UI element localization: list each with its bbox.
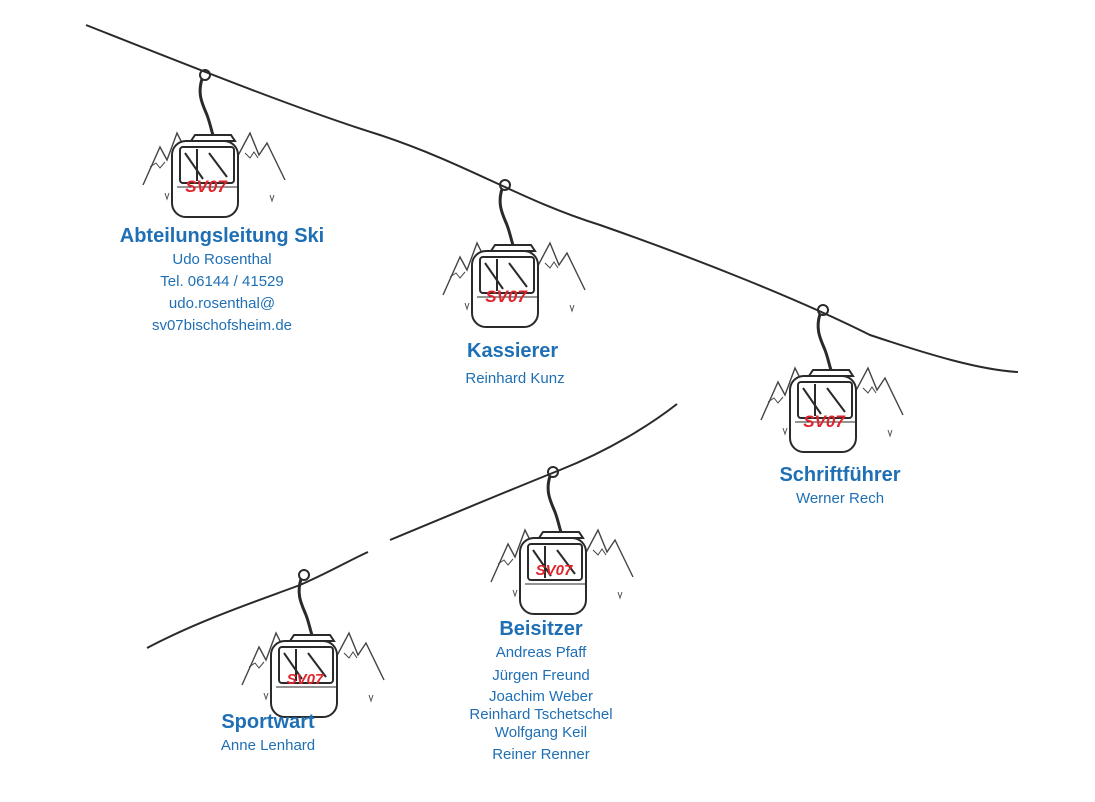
- gondola-5: [240, 568, 386, 719]
- cable-lower-left: [146, 551, 369, 649]
- gondola-label: SV07: [287, 671, 324, 688]
- member-name: Andreas Pfaff: [495, 644, 587, 661]
- role-title: Abteilungsleitung Ski: [119, 225, 325, 247]
- gondola-label: SV07: [485, 287, 528, 306]
- member-name: Jürgen Freund: [492, 667, 590, 684]
- gondola-label: SV07: [536, 562, 573, 579]
- member-beisitzer: Beisitzer Andreas Pfaff Jürgen Freund Jo…: [430, 616, 652, 768]
- cable-upper: [85, 24, 1019, 373]
- gondola-label: SV07: [185, 177, 228, 196]
- gondola-label: SV07: [803, 412, 846, 431]
- member-name: Wolfgang Keil: [494, 724, 588, 741]
- member-name: Anne Lenhard: [220, 737, 316, 754]
- member-email: udo.rosenthal@: [168, 295, 276, 312]
- member-schriftfuehrer: Schriftführer Werner Rech: [740, 462, 940, 510]
- member-sportwart: Sportwart Anne Lenhard: [168, 709, 368, 757]
- role-title: Schriftführer: [779, 464, 901, 486]
- role-title: Kassierer: [467, 340, 559, 362]
- member-phone: Tel. 06144 / 41529: [160, 273, 284, 290]
- member-name: Joachim Weber: [489, 688, 593, 705]
- member-name: Reiner Renner: [492, 746, 590, 763]
- member-abteilungsleitung: Abteilungsleitung Ski Udo Rosenthal Tel.…: [72, 223, 372, 337]
- member-name: Reinhard Kunz: [465, 370, 565, 387]
- member-kassierer: Kassierer Reinhard Kunz: [415, 338, 615, 390]
- member-name: Werner Rech: [795, 490, 885, 507]
- member-name: Reinhard Tschetschel: [469, 706, 613, 723]
- member-email: sv07bischofsheim.de: [151, 317, 293, 334]
- cable-lower-right: [389, 403, 678, 541]
- role-title: Sportwart: [221, 711, 315, 733]
- member-name: Udo Rosenthal: [172, 251, 272, 268]
- role-title: Beisitzer: [499, 618, 583, 640]
